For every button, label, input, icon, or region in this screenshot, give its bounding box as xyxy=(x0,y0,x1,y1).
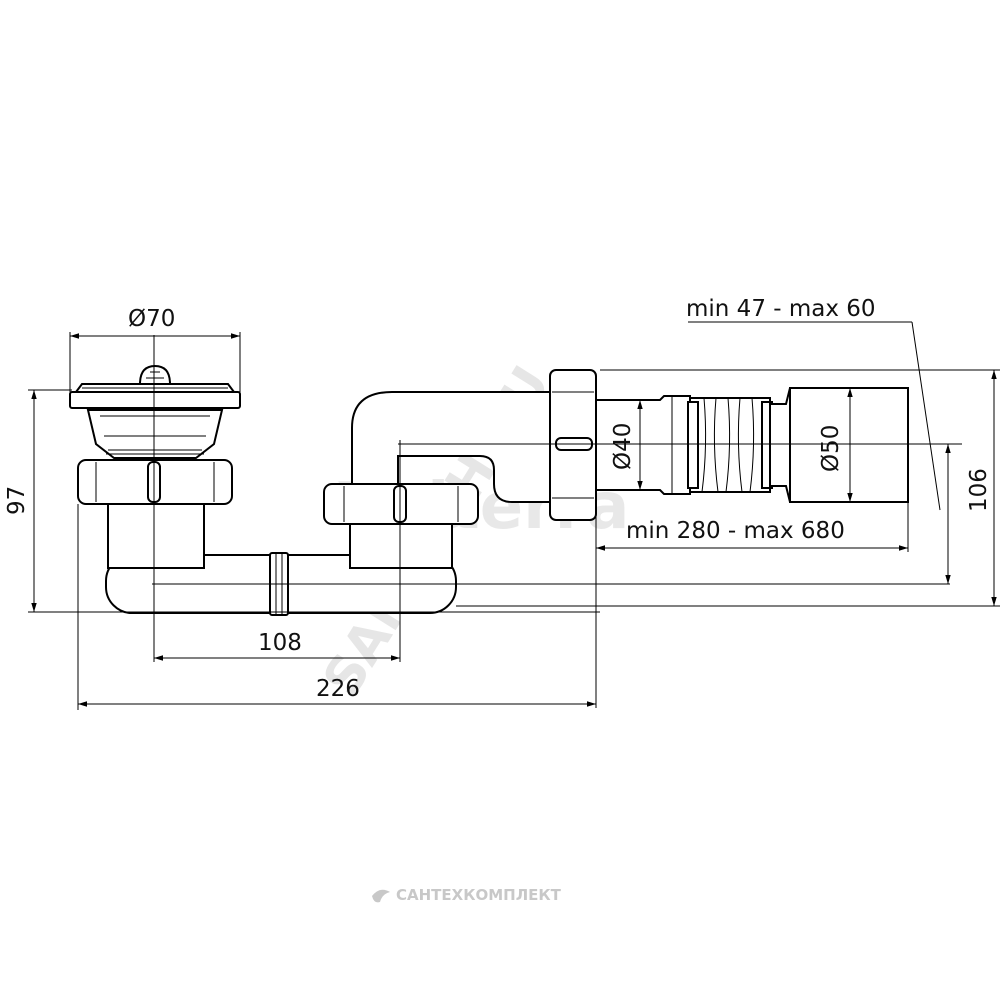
label-pipe-inner-diameter: Ø40 xyxy=(610,423,636,470)
label-extension-length: min 280 - max 680 xyxy=(626,518,845,544)
label-adjustable-length: min 47 - max 60 xyxy=(686,296,876,322)
watermark-footer-logo: САНТЕХКОМПЛЕКТ xyxy=(372,886,562,904)
dimension-lines xyxy=(28,321,1000,710)
dimension-labels: Ø70 97 106 min 47 - max 60 min 280 - max… xyxy=(4,296,992,702)
reducer-fitting xyxy=(769,387,791,503)
outlet-elbow xyxy=(351,391,557,503)
label-pipe-outer-diameter: Ø50 xyxy=(818,425,844,472)
label-total-height: 97 xyxy=(4,486,30,515)
hose-cuff-left xyxy=(687,401,699,489)
drain-body xyxy=(86,409,224,459)
center-lines xyxy=(152,335,962,662)
label-flange-diameter: Ø70 xyxy=(128,306,175,332)
label-trap-spacing: 108 xyxy=(258,630,302,656)
label-overall-width: 226 xyxy=(316,676,360,702)
outlet-end-pipe xyxy=(789,387,909,503)
drain-flange xyxy=(69,391,241,409)
left-riser-pipe xyxy=(107,497,205,569)
drain-screw-cap xyxy=(138,364,172,385)
label-outlet-height: 106 xyxy=(966,468,992,512)
outlet-tube xyxy=(595,395,691,495)
watermark-footer: САНТЕХКОМПЛЕКТ xyxy=(396,886,562,904)
